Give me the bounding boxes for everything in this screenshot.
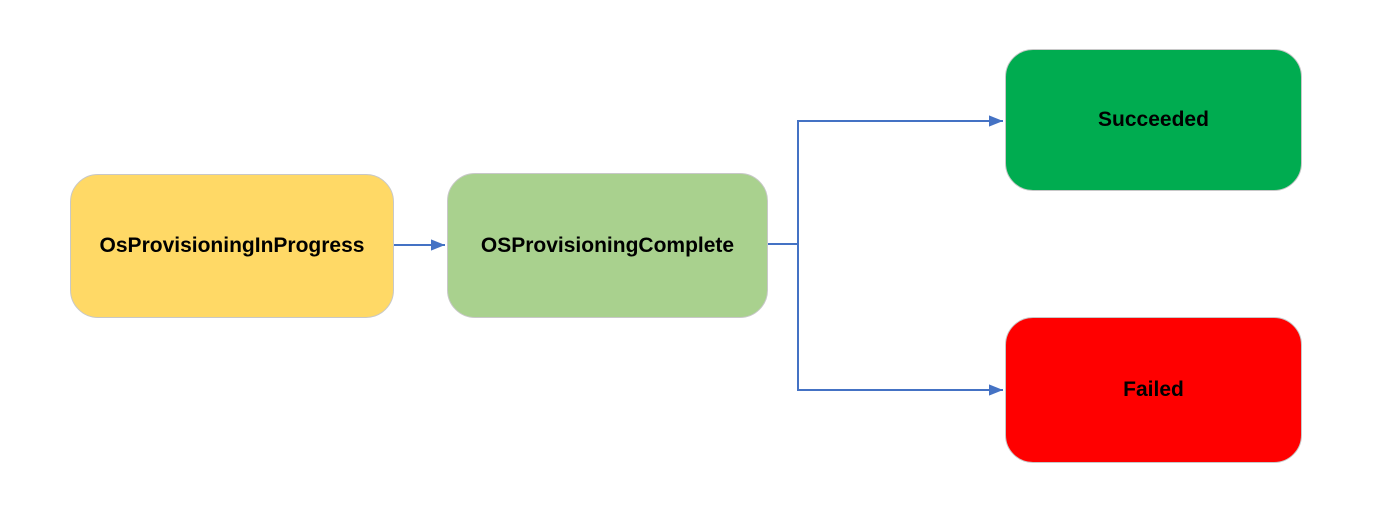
connector-complete-to-failed: [768, 243, 1003, 396]
node-os-provisioning-in-progress: OsProvisioningInProgress: [70, 174, 394, 318]
node-os-provisioning-complete: OSProvisioningComplete: [447, 173, 768, 318]
node-os-provisioning-complete-label: OSProvisioningComplete: [480, 233, 735, 257]
connector-complete-to-succeeded: [768, 115, 1003, 245]
node-failed-label: Failed: [1123, 378, 1184, 402]
node-succeeded: Succeeded: [1005, 49, 1302, 191]
node-succeeded-label: Succeeded: [1098, 108, 1209, 132]
node-os-provisioning-in-progress-label: OsProvisioningInProgress: [99, 234, 365, 258]
node-failed: Failed: [1005, 317, 1302, 463]
